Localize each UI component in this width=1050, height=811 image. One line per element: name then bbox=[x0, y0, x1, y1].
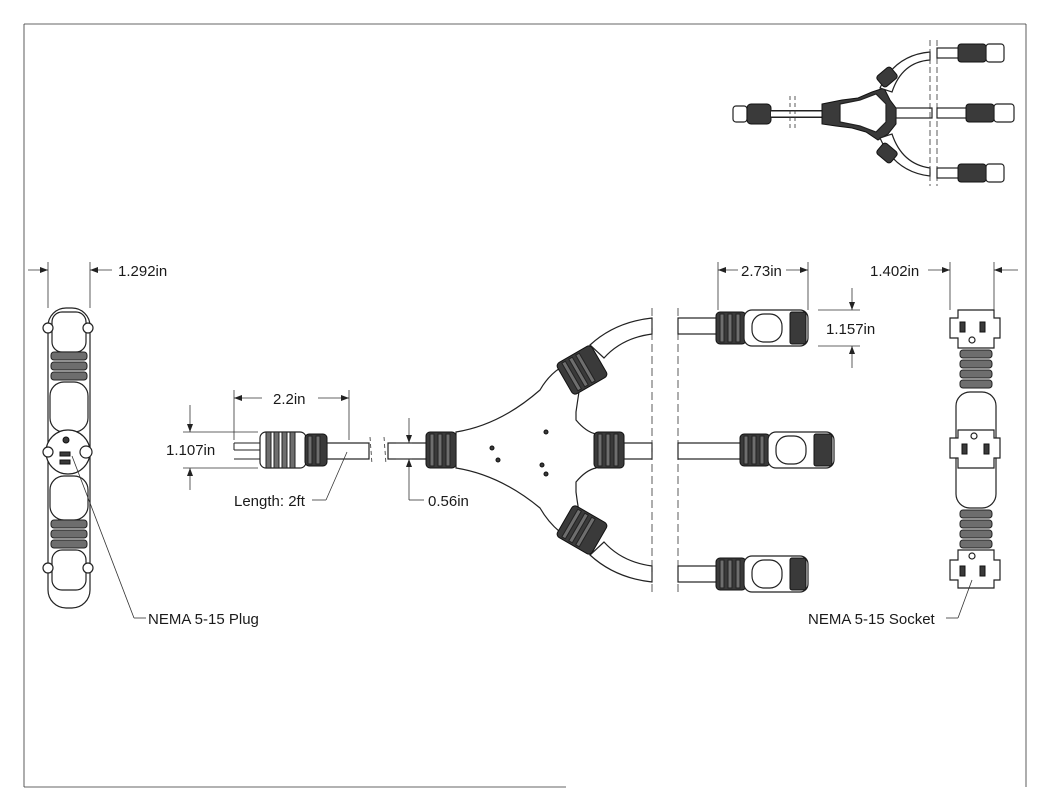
socket-bottom bbox=[677, 555, 809, 593]
plug-callout-leader bbox=[71, 455, 146, 619]
cable-length-label: Length: 2ft bbox=[234, 493, 306, 510]
plug-side-view bbox=[42, 307, 94, 609]
upper-socket-grip bbox=[959, 349, 993, 389]
dim-cable-diameter bbox=[396, 418, 424, 501]
dim-socket-side-width bbox=[928, 262, 1018, 310]
splitter-hub bbox=[387, 317, 653, 583]
socket-height-label: 1.157in bbox=[826, 321, 875, 338]
socket-length-label: 2.73in bbox=[741, 263, 782, 280]
plug-front-view bbox=[233, 431, 370, 469]
upper-grip-ribs bbox=[50, 351, 88, 381]
cable-length-leader bbox=[312, 451, 348, 501]
isometric-preview bbox=[732, 40, 1015, 186]
socket-side-view bbox=[949, 309, 1001, 589]
socket-callout-label: NEMA 5-15 Socket bbox=[808, 611, 936, 628]
dim-socket-length bbox=[717, 262, 809, 310]
socket-top bbox=[677, 309, 809, 347]
lower-socket-grip bbox=[959, 509, 993, 549]
cable-diameter-label: 0.56in bbox=[428, 493, 469, 510]
socket-side-width-label: 1.402in bbox=[870, 263, 919, 280]
socket-middle bbox=[677, 431, 835, 469]
cable-break-symbol bbox=[369, 436, 387, 465]
plug-grip-ribs bbox=[265, 431, 296, 469]
dim-plug-side-width bbox=[28, 262, 112, 308]
plug-side-width-label: 1.292in bbox=[118, 263, 167, 280]
socket-callout-leader bbox=[946, 579, 973, 619]
dim-socket-height bbox=[818, 288, 860, 368]
dim-plug-height bbox=[183, 405, 258, 490]
drawing-frame bbox=[23, 23, 1027, 788]
upper-branch-collar bbox=[556, 345, 608, 395]
plug-length-label: 2.2in bbox=[273, 391, 306, 408]
plug-callout-label: NEMA 5-15 Plug bbox=[148, 611, 259, 628]
lower-branch-collar bbox=[556, 505, 608, 555]
plug-height-label: 1.107in bbox=[166, 442, 215, 459]
lower-grip-ribs bbox=[50, 519, 88, 549]
branch-break-lines bbox=[651, 308, 679, 592]
